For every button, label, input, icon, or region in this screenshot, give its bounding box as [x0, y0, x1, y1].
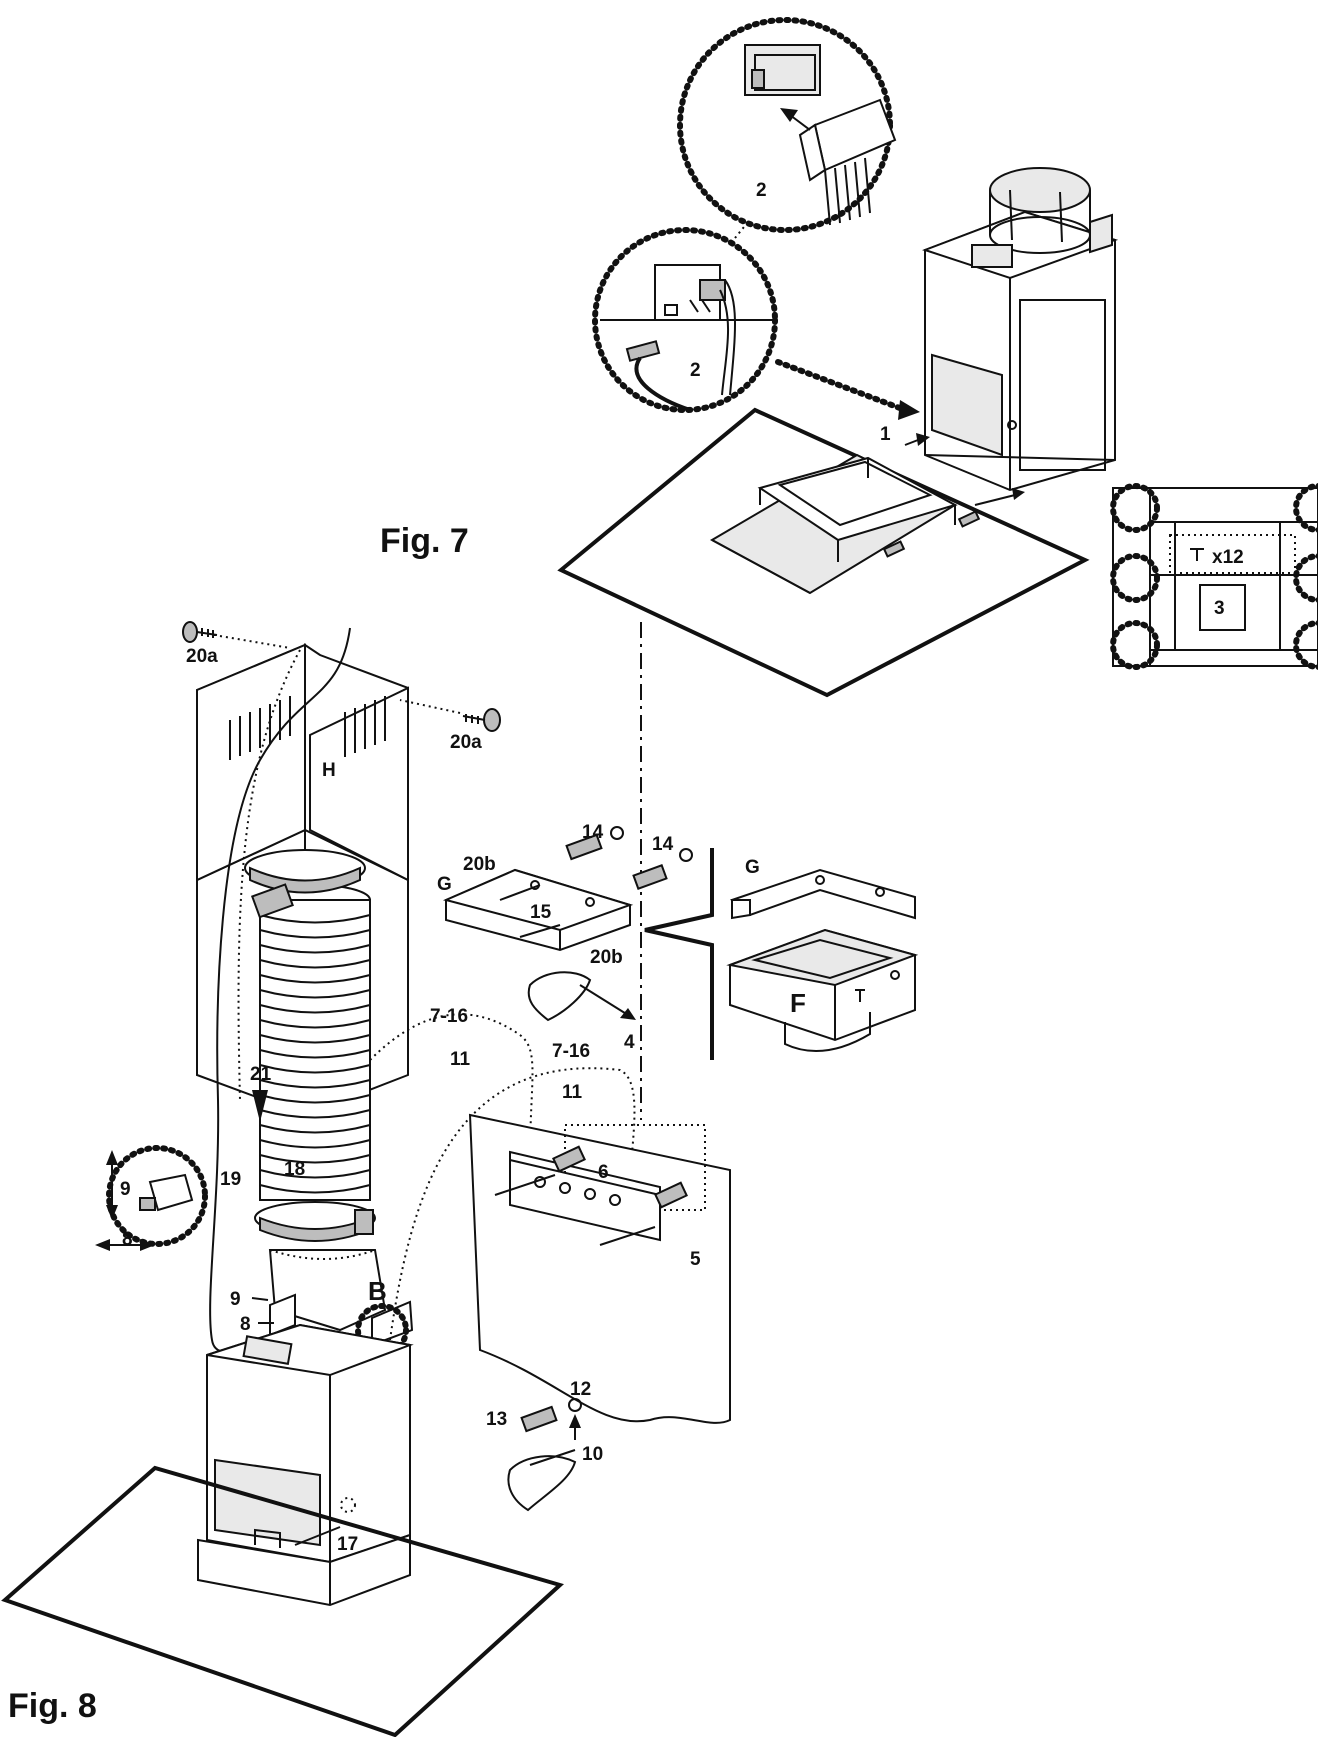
- route-arc-1: [369, 1013, 534, 1161]
- figure-8-title: Fig. 8: [8, 1687, 97, 1725]
- ceiling-panel: [557, 407, 1090, 698]
- detail-circle-bracket: [95, 1145, 208, 1251]
- motor-unit: [922, 167, 1119, 492]
- vent-grille-right: [344, 696, 386, 757]
- label-7-16-a: 7-16: [430, 1006, 468, 1027]
- base-plate: [1, 1465, 564, 1738]
- arrow-icon: [904, 433, 1025, 506]
- label-12: 12: [570, 1379, 591, 1400]
- label-20b-bottom: 20b: [590, 947, 623, 968]
- label-21: 21: [250, 1064, 272, 1085]
- label-10: 10: [582, 1444, 603, 1465]
- bracket-G-left: [442, 868, 634, 952]
- label-x12: x12: [1212, 547, 1244, 568]
- detail-panel-screws: [1110, 483, 1318, 670]
- label-4: 4: [624, 1032, 635, 1053]
- label-2-upper: 2: [756, 180, 767, 201]
- label-2-lower: 2: [690, 360, 701, 381]
- label-8-left: 8: [240, 1314, 251, 1335]
- arrow-icon: [251, 1297, 274, 1324]
- detail-circle-connector: [592, 227, 920, 420]
- label-8-detail: 8: [122, 1229, 133, 1250]
- wall-plug-icon: [520, 1398, 582, 1433]
- box-F: [726, 928, 919, 1053]
- figure-7-title: Fig. 7: [380, 522, 469, 560]
- label-17: 17: [337, 1534, 358, 1555]
- label-G-right: G: [745, 857, 760, 878]
- wall-plug-icon: [565, 826, 693, 890]
- detail-circle-plug: [677, 17, 897, 233]
- lower-motor-housing: [197, 1323, 414, 1607]
- label-18: 18: [284, 1159, 305, 1180]
- wall-sheet: [468, 1113, 731, 1424]
- screw-icon: [1190, 548, 1204, 561]
- label-9-left: 9: [230, 1289, 241, 1310]
- transition-piece: [268, 1249, 414, 1347]
- label-19: 19: [220, 1169, 241, 1190]
- ceiling-frame: [709, 453, 981, 595]
- label-15: 15: [530, 902, 552, 923]
- label-20b-top: 20b: [463, 854, 496, 875]
- screw-icon: [182, 621, 501, 732]
- label-13: 13: [486, 1409, 507, 1430]
- label-20a-left: 20a: [186, 646, 218, 667]
- arrow-icon: [252, 1090, 268, 1122]
- hand-drill-icon: [507, 1414, 581, 1512]
- vent-grille-left: [229, 696, 291, 760]
- label-B: B: [368, 1276, 387, 1306]
- label-3: 3: [1214, 598, 1225, 619]
- route-arc-2: [389, 1067, 636, 1341]
- label-1: 1: [880, 424, 891, 445]
- label-9-detail: 9: [120, 1179, 131, 1200]
- flexible-duct: [244, 849, 376, 1242]
- label-G-left: G: [437, 874, 452, 895]
- label-11-a: 11: [450, 1049, 471, 1070]
- label-7-16-b: 7-16: [552, 1041, 590, 1062]
- label-11-b: 11: [562, 1082, 583, 1103]
- label-5: 5: [690, 1249, 701, 1270]
- label-20a-right: 20a: [450, 732, 482, 753]
- label-6: 6: [598, 1162, 609, 1183]
- power-cable: [209, 627, 351, 1354]
- bracket-G-right: [729, 868, 916, 920]
- label-14-b: 14: [652, 834, 674, 855]
- label-H: H: [322, 760, 336, 781]
- wall-profile: [644, 848, 714, 1060]
- hand-pencil-icon: [527, 971, 636, 1022]
- label-F: F: [790, 988, 806, 1018]
- label-14-a: 14: [582, 822, 604, 843]
